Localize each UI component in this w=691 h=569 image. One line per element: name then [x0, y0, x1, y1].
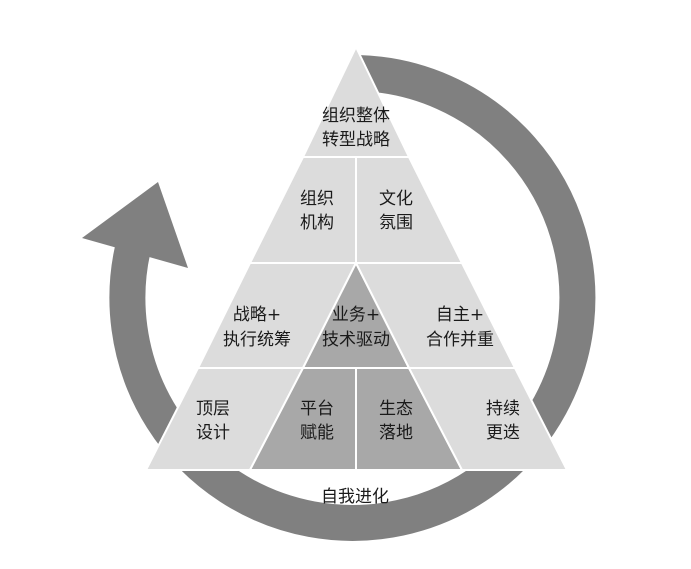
- level4-outer-right-label-line1: 持续: [486, 399, 520, 419]
- level2-left-label-line2: 机构: [300, 213, 334, 233]
- level3-center-label-line2: 技术驱动: [322, 330, 390, 350]
- level3-right-label-line1: 自主+: [436, 305, 484, 325]
- apex-label-line2: 转型战略: [322, 130, 390, 150]
- level4-outer-left-label-line2: 设计: [196, 423, 230, 443]
- cycle-arrow-head: [82, 182, 188, 268]
- level4-inner-right-label-line2: 落地: [379, 423, 413, 443]
- level3-left-label-line2: 执行统筹: [223, 330, 291, 350]
- pyramid-level4-outer-right-cell: [407, 367, 569, 471]
- level3-right-label-line2: 合作并重: [426, 330, 494, 350]
- cycle-arrow: [82, 55, 596, 541]
- level2-left-label-line1: 组织: [300, 189, 334, 209]
- cycle-arrow-ring: [109, 55, 596, 541]
- pyramid-labels: 组织整体 转型战略 组织 机构 文化 氛围 战略+ 执行统筹 业务+ 技术驱动 …: [196, 106, 520, 507]
- cycle-label: 自我进化: [321, 487, 389, 507]
- level3-center-label-line1: 业务+: [332, 305, 380, 325]
- level4-inner-right-label-line1: 生态: [379, 399, 413, 419]
- pyramid: [144, 44, 569, 471]
- level4-inner-left-label-line2: 赋能: [300, 423, 334, 443]
- level2-right-label-line1: 文化: [379, 189, 413, 209]
- level4-inner-left-label-line1: 平台: [300, 399, 334, 419]
- level2-right-label-line2: 氛围: [379, 213, 413, 233]
- pyramid-level2-right-cell: [355, 156, 464, 264]
- level4-outer-right-label-line2: 更迭: [486, 423, 520, 443]
- level4-outer-left-label-line1: 顶层: [196, 399, 230, 419]
- level3-left-label-line1: 战略+: [233, 305, 281, 325]
- apex-label-line1: 组织整体: [322, 106, 390, 126]
- pyramid-level2-left-cell: [248, 156, 357, 264]
